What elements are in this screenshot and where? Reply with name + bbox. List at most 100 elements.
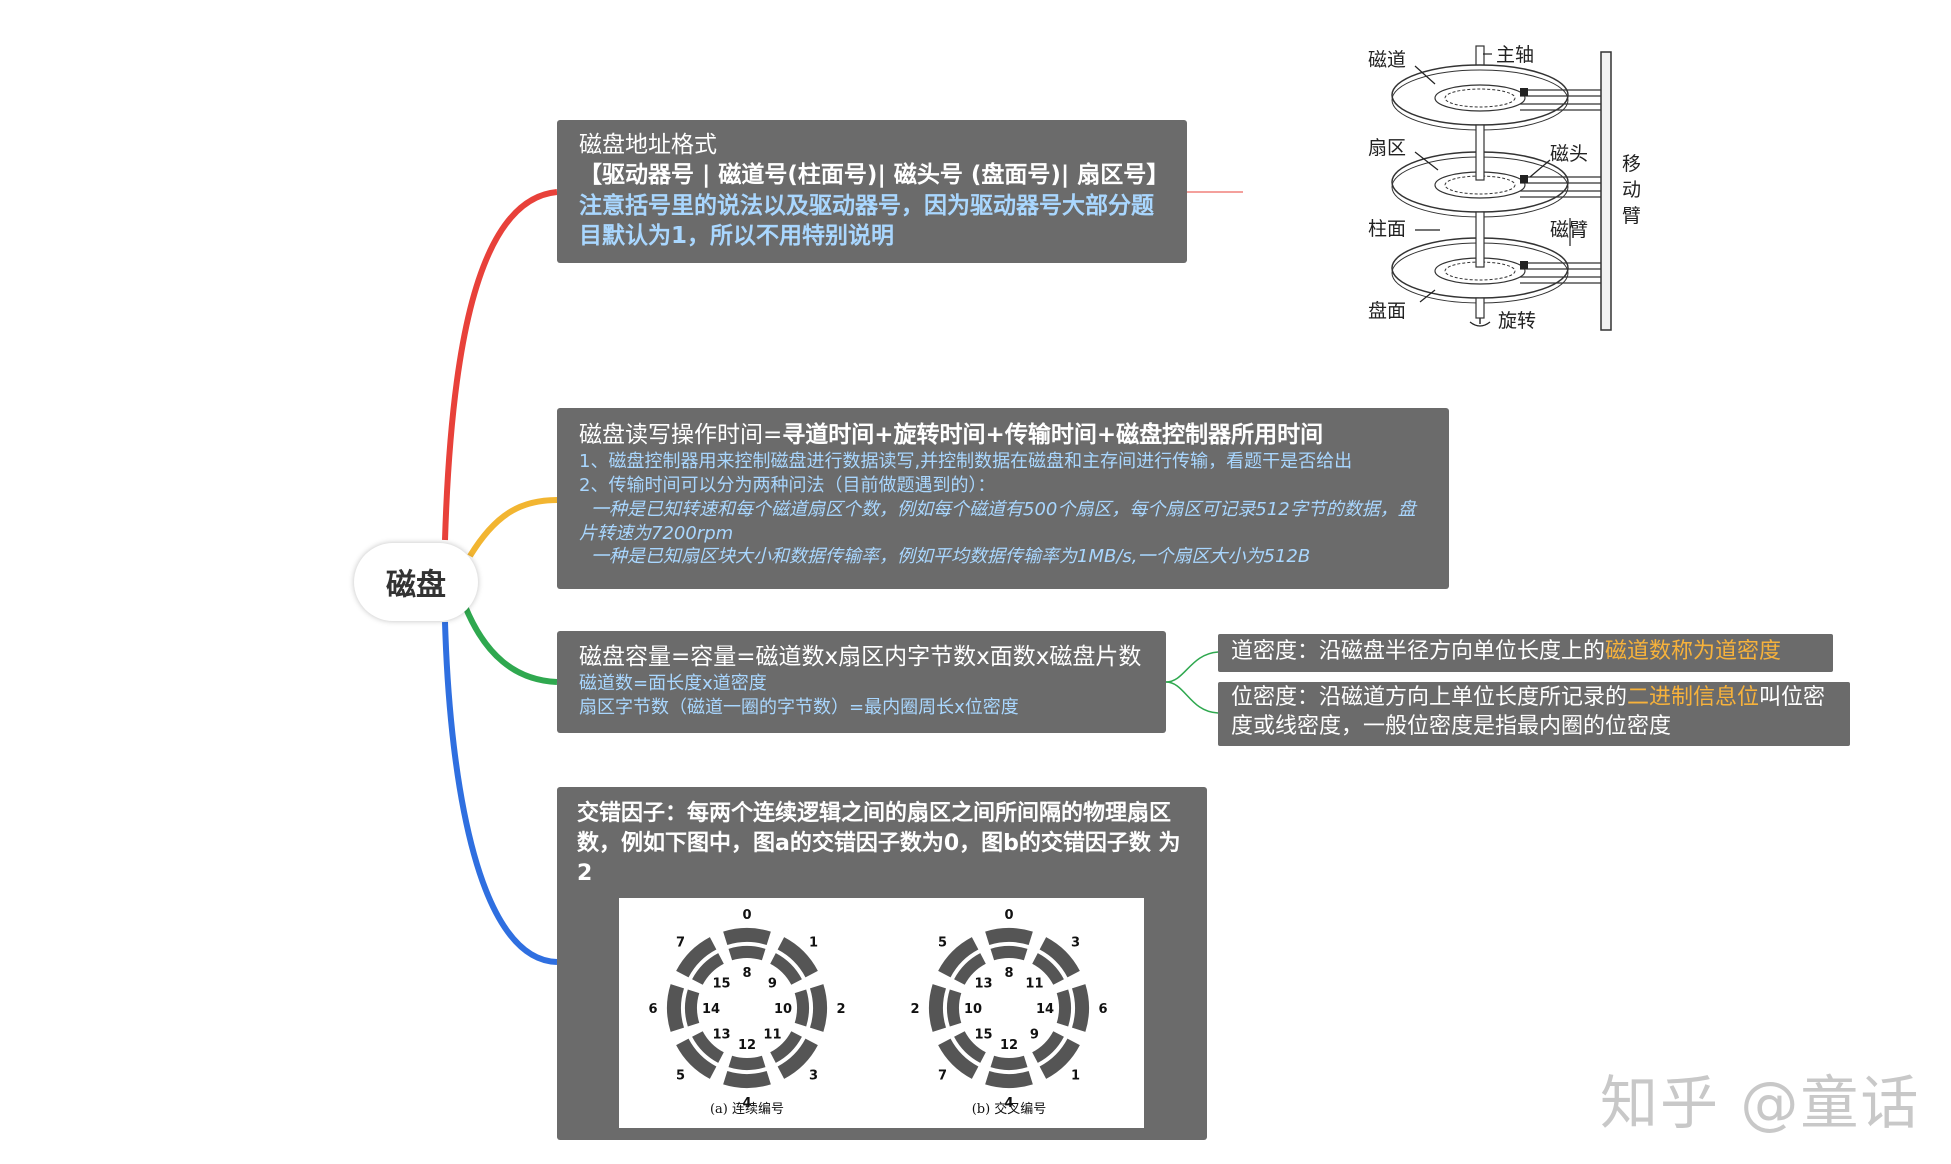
disk-b-outer-label-5: 7 xyxy=(938,1068,947,1083)
disk-a-ring1-segment-6 xyxy=(685,989,700,1027)
disk-a-inner-label-5: 13 xyxy=(712,1027,730,1042)
disk-a-inner-label-7: 15 xyxy=(712,977,730,992)
disk-a-outer-label-5: 5 xyxy=(676,1068,685,1083)
disk-b-ring0-segment-3 xyxy=(1039,1038,1080,1079)
disk-a-inner-label-1: 9 xyxy=(768,977,777,992)
node-address-format[interactable]: 磁盘地址格式 【驱动器号 | 磁道号(柱面号)| 磁头号 (盘面号)| 扇区号】… xyxy=(557,120,1187,263)
disk-b-ring0-segment-0 xyxy=(985,928,1033,946)
branch-green xyxy=(462,604,558,685)
disk-b-ring1-segment-3 xyxy=(1032,1031,1064,1063)
disk-a-inner-label-4: 12 xyxy=(738,1038,756,1053)
disk-a-outer-label-1: 1 xyxy=(809,936,818,951)
disk-a-inner-label-2: 10 xyxy=(774,1002,792,1017)
node-rw-time[interactable]: 磁盘读写操作时间=寻道时间+旋转时间+传输时间+磁盘控制器所用时间 1、磁盘控制… xyxy=(557,408,1449,589)
spindle-rod-base xyxy=(1475,297,1485,319)
disk-b-outer-label-3: 1 xyxy=(1071,1068,1080,1083)
disk-b-ring0-segment-5 xyxy=(938,1038,979,1079)
disk-a-ring0-segment-4 xyxy=(723,1070,771,1088)
disk-b-ring0-segment-4 xyxy=(985,1070,1033,1088)
disk-a-ring1-segment-7 xyxy=(692,953,724,985)
address-format: 【驱动器号 | 磁道号(柱面号)| 磁头号 (盘面号)| 扇区号】 xyxy=(579,162,1170,189)
disk-a-outer-label-2: 2 xyxy=(836,1002,845,1017)
branch-red xyxy=(442,189,558,541)
label-sector: 扇区 xyxy=(1368,137,1406,159)
label-track: 磁道 xyxy=(1368,49,1406,71)
rw-time-bold: 寻道时间+旋转时间+传输时间+磁盘控制器所用时间 xyxy=(782,422,1324,448)
disk-a-outer-label-7: 7 xyxy=(676,936,685,951)
disk-a-ring0-segment-1 xyxy=(777,937,818,978)
disk-b-inner-label-3: 9 xyxy=(1030,1027,1039,1042)
address-note: 注意括号里的说法以及驱动器号，因为驱动器号大部分题目默认为1，所以不用特别说明 xyxy=(579,192,1154,250)
disk-a-ring1-segment-2 xyxy=(794,989,809,1027)
capacity-line1: 磁道数=面长度x道密度 xyxy=(579,673,767,695)
label-surface: 盘面 xyxy=(1368,300,1406,322)
disk-b-ring0-segment-6 xyxy=(929,984,947,1032)
disk-b-ring1-segment-6 xyxy=(947,989,962,1027)
head-top xyxy=(1520,88,1528,96)
disk-b-caption: (b) 交叉编号 xyxy=(972,1101,1047,1117)
spindle-rod-low xyxy=(1475,211,1485,268)
disk-a-outer-label-6: 6 xyxy=(648,1002,657,1017)
disk-b-ring1-segment-1 xyxy=(1032,953,1064,985)
rw-time-line4: 一种是已知扇区块大小和数据传输率，例如平均数据传输率为1MB/s,一个扇区大小为… xyxy=(591,546,1311,568)
move-arm-bar xyxy=(1600,51,1612,331)
disk-a-inner-label-3: 11 xyxy=(763,1027,781,1042)
interleave-text: 交错因子：每两个连续逻辑之间的扇区之间所间隔的物理扇区数，例如下图中，图a的交错… xyxy=(577,801,1181,886)
disk-a-ring0-segment-2 xyxy=(809,984,827,1032)
disk-a-ring0-segment-5 xyxy=(676,1038,717,1079)
connector-bit-density xyxy=(1165,681,1219,714)
disk-b-outer-label-0: 0 xyxy=(1004,908,1013,923)
branch-blue xyxy=(442,621,558,965)
disk-a-ring1-segment-1 xyxy=(770,953,802,985)
label-rotate: 旋转 xyxy=(1498,310,1536,332)
spindle-rod-mid xyxy=(1475,124,1485,181)
disk-b-inner-label-1: 11 xyxy=(1025,977,1043,992)
root-node[interactable]: 磁盘 xyxy=(354,543,478,621)
address-title: 磁盘地址格式 xyxy=(579,132,717,158)
bit-density-highlight: 二进制信息位 xyxy=(1627,685,1760,710)
capacity-title: 磁盘容量=容量=磁道数x扇区内字节数x面数x磁盘片数 xyxy=(579,644,1142,670)
disk-b-inner-label-0: 8 xyxy=(1004,966,1013,981)
disk-b-ring1-segment-2 xyxy=(1056,989,1071,1027)
head-low xyxy=(1520,261,1528,269)
connector-track-density xyxy=(1165,651,1219,683)
disk-a-ring1-segment-3 xyxy=(770,1031,802,1063)
watermark: 知乎 @童话 xyxy=(1600,1069,1921,1137)
disk-structure-diagram: 磁道 主轴 扇区 磁头 柱面 磁臂 盘面 旋转 移动臂 xyxy=(1368,44,1640,332)
disk-a-inner-label-0: 8 xyxy=(742,966,751,981)
disk-a-ring0-segment-7 xyxy=(676,937,717,978)
disk-b-outer-label-7: 5 xyxy=(938,936,947,951)
platter-top xyxy=(1391,64,1569,131)
disk-b-outer-label-1: 3 xyxy=(1071,936,1080,951)
disk-b-outer-label-4: 4 xyxy=(1004,1096,1013,1111)
disk-b-ring0-segment-1 xyxy=(1039,937,1080,978)
rw-time-line1: 1、磁盘控制器用来控制磁盘进行数据读写,并控制数据在磁盘和主存间进行传输，看题干… xyxy=(579,451,1353,473)
root-label: 磁盘 xyxy=(386,568,446,603)
disk-b-inner-label-6: 10 xyxy=(964,1002,982,1017)
disk-b-ring0-segment-2 xyxy=(1071,984,1089,1032)
rw-time-line2: 2、传输时间可以分为两种问法（目前做题遇到的）： xyxy=(579,475,996,497)
disk-a-ring0-segment-3 xyxy=(777,1038,818,1079)
rw-time-line3: 一种是已知转速和每个磁道扇区个数，例如每个磁道有500个扇区，每个扇区可记录51… xyxy=(579,498,1416,544)
disk-b-ring1-segment-7 xyxy=(954,953,986,985)
node-bit-density[interactable]: 位密度：沿磁道方向上单位长度所记录的二进制信息位叫位密度或线密度，一般位密度是指… xyxy=(1218,682,1850,746)
track-density-highlight: 磁道数称为道密度 xyxy=(1605,639,1782,664)
disk-b-inner-label-5: 15 xyxy=(974,1027,992,1042)
disk-b-ring1-segment-5 xyxy=(954,1031,986,1063)
disk-a-ring1-segment-4 xyxy=(728,1055,766,1070)
node-capacity[interactable]: 磁盘容量=容量=磁道数x扇区内字节数x面数x磁盘片数 磁道数=面长度x道密度 扇… xyxy=(557,631,1166,733)
label-head: 磁头 xyxy=(1550,143,1588,165)
disk-a-outer-label-0: 0 xyxy=(742,908,751,923)
node-track-density[interactable]: 道密度：沿磁盘半径方向单位长度上的磁道数称为道密度 xyxy=(1218,634,1833,672)
disk-a-ring0-segment-0 xyxy=(723,928,771,946)
track-density-prefix: 道密度：沿磁盘半径方向单位长度上的 xyxy=(1231,639,1606,664)
disk-b-inner-label-4: 12 xyxy=(1000,1038,1018,1053)
rw-time-prefix: 磁盘读写操作时间= xyxy=(579,422,783,448)
disk-b-outer-label-2: 6 xyxy=(1098,1002,1107,1017)
head-mid xyxy=(1520,175,1528,183)
disk-a-ring0-segment-6 xyxy=(667,984,685,1032)
